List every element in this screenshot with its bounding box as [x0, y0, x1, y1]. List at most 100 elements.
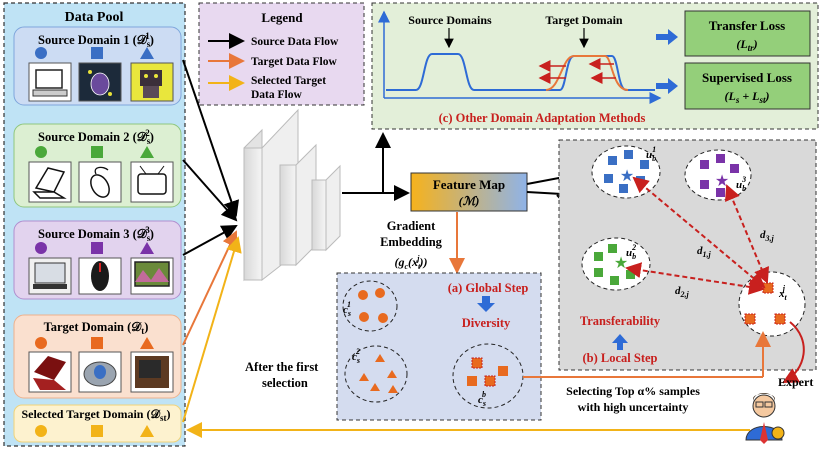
red-laptop-image	[28, 351, 72, 393]
star-icon: ★	[620, 168, 634, 185]
source-domain-1-panel: Source Domain 1 (𝒟s1)	[13, 26, 182, 106]
network-layer-2	[279, 164, 297, 266]
transfer-loss-box	[684, 10, 811, 57]
target-domain-label-c: Target Domain	[545, 13, 623, 27]
square-icon	[91, 146, 103, 158]
source-domain-3-panel: Source Domain 3 (𝒟s3)	[13, 220, 182, 300]
distance-d1j-label: d1,j	[697, 245, 712, 259]
distance-arrow-3	[725, 184, 769, 284]
global-step-panel: (a) Global Step Diversity cs1 cs2 csb	[336, 272, 542, 421]
distance-d2j-label: d2,j	[675, 285, 690, 299]
global-step-caption: (a) Global Step	[448, 281, 529, 295]
laptop-sketch-image	[28, 161, 72, 203]
gradient-label-2: Embedding	[380, 235, 443, 249]
legend-source-label: Source Data Flow	[251, 36, 339, 48]
selected-target-label: Selected Target Domain (𝒟st)	[21, 407, 170, 423]
to-supervised-loss-arrow	[656, 78, 678, 94]
gradient-label-1: Gradient	[387, 219, 436, 233]
supervised-loss-box	[684, 62, 811, 110]
flow-target-domain	[182, 230, 238, 346]
cluster-cs1-outline	[342, 280, 398, 332]
cluster-cs2-label: cs2	[352, 347, 360, 365]
local-step-panel: ★ ub1 ★ ub3 ★ ub2 xtj d1,j d2,j d3,j Tra…	[558, 139, 817, 371]
feature-map-title: Feature Map	[433, 177, 505, 192]
cluster-csb-label: csb	[478, 390, 486, 408]
source-domains-label: Source Domains	[408, 13, 492, 27]
distance-d3j-label: d3,j	[760, 229, 775, 243]
circle-icon	[35, 337, 47, 349]
triangle-icon	[140, 337, 154, 349]
data-pool-title: Data Pool	[65, 10, 124, 25]
to-transfer-loss-arrow	[656, 29, 678, 45]
laptop-photo-image	[28, 257, 72, 295]
mouse-sketch-image	[78, 161, 122, 203]
circle-icon	[35, 242, 47, 254]
legend-target-label: Target Data Flow	[251, 56, 338, 68]
cluster-cs1-label: cs1	[343, 300, 351, 318]
legend-selected-label-2: Data Flow	[251, 89, 302, 101]
supervised-loss-name: Supervised Loss	[702, 70, 792, 85]
after-first-line-1: After the first	[245, 360, 319, 374]
flow-domain-1	[182, 59, 240, 217]
expert-icon	[745, 393, 785, 444]
supervised-loss-formula: (Ls + Lst)	[724, 89, 769, 105]
transferability-label: Transferability	[580, 314, 661, 328]
mouse-image	[78, 62, 122, 102]
square-icon	[91, 337, 103, 349]
selecting-line-2: with high uncertainty	[578, 400, 689, 414]
tv-sketch-image	[130, 161, 174, 203]
target-xtj-label: xtj	[778, 284, 788, 302]
global-down-arrow	[477, 296, 495, 312]
triangle-icon	[140, 242, 154, 254]
target-domain-label: Target Domain (𝒟t)	[44, 320, 149, 336]
wood-tv-image	[130, 351, 174, 393]
cluster-cs2-outline	[344, 345, 408, 403]
local-step-caption: (b) Local Step	[583, 351, 658, 365]
to-expert-arrow	[782, 321, 805, 383]
expert-label: Expert	[778, 375, 813, 389]
square-icon	[91, 242, 103, 254]
source-domain-1-label: Source Domain 1 (𝒟s1)	[38, 31, 154, 49]
data-pool: Data Pool Source Domain 1 (𝒟s1)	[3, 2, 186, 447]
legend-box	[198, 2, 365, 106]
legend-title: Legend	[261, 10, 303, 25]
circle-icon	[35, 425, 47, 437]
flow-domain-2	[182, 159, 238, 222]
gradient-formula: (gc(xtj))	[394, 254, 427, 271]
input-flows	[182, 59, 242, 423]
robot-image	[130, 62, 174, 102]
flow-selected-target	[182, 236, 242, 423]
feature-map: Feature Map (ℳ)	[410, 172, 528, 212]
prototype-ub1-label: ub1	[646, 145, 656, 163]
source-domain-3-label: Source Domain 3 (𝒟s3)	[38, 225, 154, 243]
network-layer-3	[311, 179, 327, 251]
circle-icon	[35, 47, 47, 59]
target-domain-panel: Target Domain (𝒟t)	[13, 314, 182, 399]
computer-image	[28, 62, 72, 102]
feature-map-symbol: (ℳ)	[459, 194, 480, 208]
source-distribution-curve	[386, 53, 655, 91]
distance-arrow-1	[632, 176, 766, 289]
diversity-label: Diversity	[462, 316, 511, 330]
legend: Legend Source Data Flow Target Data Flow…	[198, 2, 365, 106]
transfer-loss-name: Transfer Loss	[709, 18, 785, 33]
legend-selected-label: Selected Target	[251, 75, 326, 87]
triangle-icon	[140, 146, 154, 158]
gaming-mouse-image	[78, 257, 122, 295]
other-methods-caption: (c) Other Domain Adaptation Methods	[439, 111, 646, 125]
selected-target-box	[13, 404, 182, 443]
target-distribution-curve	[545, 55, 629, 91]
square-icon	[91, 47, 103, 59]
circle-icon	[35, 146, 47, 158]
source-domain-2-label: Source Domain 2 (𝒟s2)	[38, 128, 154, 146]
local-up-arrow	[612, 334, 628, 350]
triangle-icon	[140, 425, 154, 437]
silver-mouse-image	[78, 351, 122, 393]
after-first-line-2: selection	[262, 376, 308, 390]
star-icon: ★	[614, 255, 628, 272]
source-domain-2-panel: Source Domain 2 (𝒟s2)	[13, 123, 182, 208]
other-methods-panel: Source Domains Target Domain (c) Other D…	[371, 2, 819, 130]
triangle-icon	[140, 47, 154, 59]
